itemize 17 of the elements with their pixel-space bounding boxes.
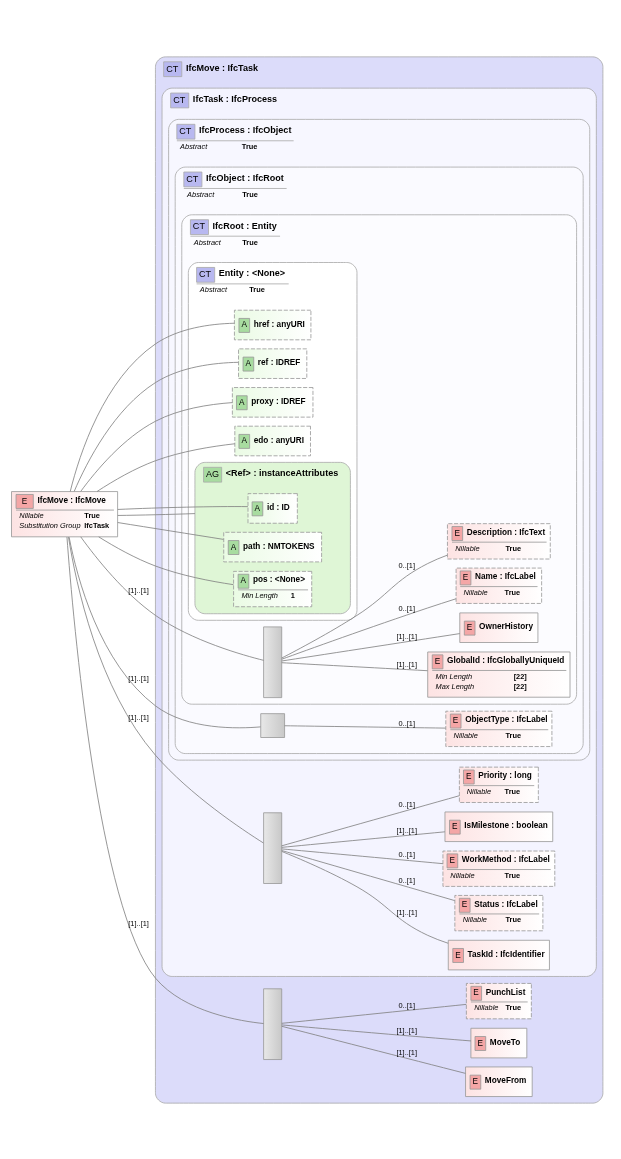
edge-label: 0..[1] bbox=[398, 799, 415, 809]
edge-label: [1]..[1] bbox=[128, 712, 149, 722]
edge-label: [1]..[1] bbox=[396, 659, 418, 669]
edge-label: [1]..[1] bbox=[396, 907, 418, 917]
edge-label: 0..[1] bbox=[398, 560, 415, 570]
edge-label: [1]..[1] bbox=[396, 825, 418, 835]
edge-label: 0..[1] bbox=[398, 875, 415, 885]
edge-label: [1]..[1] bbox=[128, 673, 149, 683]
edge-label: 0..[1] bbox=[398, 1000, 415, 1010]
edge-label: [1]..[1] bbox=[396, 631, 418, 641]
edge-label: [1]..[1] bbox=[128, 918, 149, 928]
edge-label: [1]..[1] bbox=[396, 1025, 418, 1035]
edge-label: 0..[1] bbox=[398, 718, 415, 728]
edge-label: [1]..[1] bbox=[396, 1047, 418, 1057]
edge-label: 0..[1] bbox=[398, 603, 415, 613]
edge-label: [1]..[1] bbox=[128, 585, 149, 594]
edge-label: 0..[1] bbox=[398, 849, 415, 859]
